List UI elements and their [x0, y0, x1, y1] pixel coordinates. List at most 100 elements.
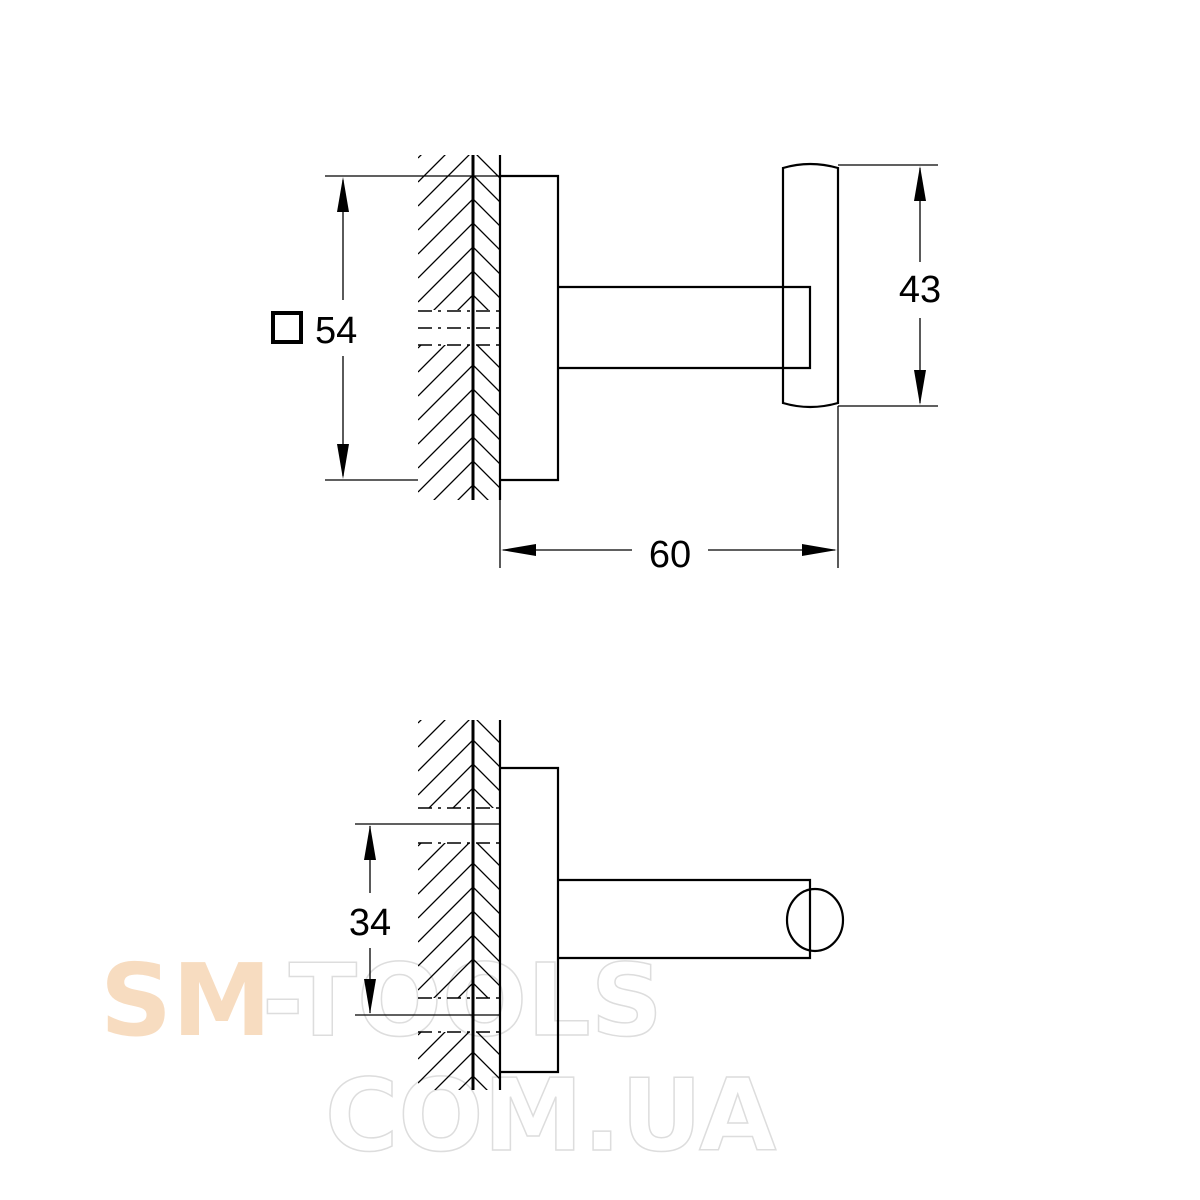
- dimension-label: 54: [315, 310, 357, 352]
- wall-hatching-side: [418, 55, 500, 636]
- wall-plate: [500, 766, 560, 1074]
- hatch-line: [418, 388, 473, 445]
- hatch-line: [473, 581, 500, 608]
- hatch-line: [418, 644, 473, 699]
- hatch-line: [473, 1172, 500, 1199]
- hatch-line: [418, 155, 470, 207]
- hatch-line: [473, 460, 500, 489]
- side-view: 54 43 60: [271, 55, 941, 636]
- hatch-line: [418, 862, 473, 919]
- hatch-lines: [473, 767, 500, 998]
- wall-hatching-top: [418, 620, 500, 1199]
- hatch-line: [418, 934, 473, 991]
- hatch-line: [473, 767, 500, 794]
- hatch-line: [473, 787, 494, 808]
- hatch-line: [473, 103, 500, 130]
- hatch-line: [457, 484, 473, 500]
- hatch-line: [418, 910, 473, 967]
- hatch-line: [473, 388, 500, 417]
- hatch-line: [473, 958, 500, 987]
- hatch-line: [473, 910, 500, 939]
- hatch-line: [473, 884, 500, 911]
- hatch-line: [458, 1075, 473, 1090]
- hatch-line: [418, 743, 473, 798]
- hatch-line: [473, 412, 500, 441]
- hatch-lines: [418, 743, 473, 998]
- hatch-line: [418, 79, 473, 134]
- square-icon: [271, 311, 303, 344]
- hatch-line: [452, 787, 473, 808]
- hatch-line: [473, 739, 500, 768]
- hatch-line: [473, 533, 500, 560]
- hatch-line: [418, 886, 473, 943]
- hatch-line: [473, 127, 500, 154]
- hatch-lines: [418, 620, 473, 915]
- hatch-line: [473, 862, 500, 891]
- wall-plate: [500, 174, 560, 482]
- hatch-line: [473, 886, 500, 915]
- watermark: SM -TOOLS COM.UA: [100, 941, 777, 1175]
- watermark-domain: COM.UA: [325, 1057, 776, 1174]
- hatch-line: [473, 79, 500, 106]
- hatch-line: [473, 391, 500, 418]
- hatch-line: [418, 720, 446, 748]
- hatch-line: [418, 55, 473, 110]
- hatch-line: [418, 222, 473, 279]
- hatch-line: [473, 293, 500, 320]
- hatch-line: [473, 367, 500, 394]
- hatch-line: [418, 843, 470, 895]
- watermark-tools: -TOOLS: [262, 942, 663, 1059]
- hatch-line: [418, 412, 473, 469]
- dimension-60: 60: [499, 406, 839, 576]
- hatch-line: [418, 509, 473, 564]
- hatch-line: [473, 319, 500, 346]
- hatch-line: [418, 245, 473, 300]
- hatch-line: [473, 269, 500, 296]
- watermark-sm: SM: [100, 942, 272, 1059]
- hatch-line: [473, 246, 500, 275]
- hatch-line: [418, 620, 473, 675]
- hatch-line: [418, 345, 470, 397]
- hatch-line: [473, 245, 500, 272]
- dimension-label: 43: [899, 269, 941, 311]
- hatch-line: [473, 791, 500, 818]
- hatch-line: [473, 484, 489, 500]
- hatch-line: [418, 557, 473, 612]
- hatch-line: [473, 198, 500, 227]
- dimension-label: 60: [649, 534, 691, 576]
- hatch-line: [418, 174, 473, 231]
- hook-arm: [558, 878, 812, 960]
- hatch-line: [473, 317, 500, 344]
- hatch-line: [418, 367, 473, 422]
- hatch-lines: [418, 245, 473, 636]
- hatch-line: [473, 343, 500, 370]
- hatch-line: [428, 763, 473, 808]
- hatch-line: [418, 391, 473, 446]
- hatch-line: [418, 860, 473, 915]
- hatch-lines: [473, 55, 500, 418]
- hook-cap: [781, 162, 840, 409]
- dimension-54: 54: [271, 175, 500, 481]
- hatch-lines: [418, 1032, 473, 1090]
- hatch-line: [473, 270, 500, 299]
- hatch-line: [418, 720, 422, 724]
- hatch-line: [418, 767, 473, 822]
- hatch-line: [418, 581, 473, 636]
- hatch-line: [473, 55, 500, 82]
- hatch-line: [418, 843, 446, 871]
- hatch-line: [473, 763, 500, 792]
- hook-arm: [558, 285, 812, 370]
- hatch-line: [418, 436, 473, 493]
- hatch-line: [473, 982, 489, 998]
- hatch-line: [418, 345, 446, 373]
- hatch-line: [476, 720, 500, 744]
- top-view: 34: [349, 620, 845, 1199]
- hatch-line: [473, 294, 489, 310]
- hatch-line: [433, 270, 473, 310]
- hatch-line: [473, 812, 500, 839]
- hatch-line: [473, 1075, 488, 1090]
- hatch-line: [473, 509, 500, 536]
- dimension-34: 34: [349, 823, 500, 1016]
